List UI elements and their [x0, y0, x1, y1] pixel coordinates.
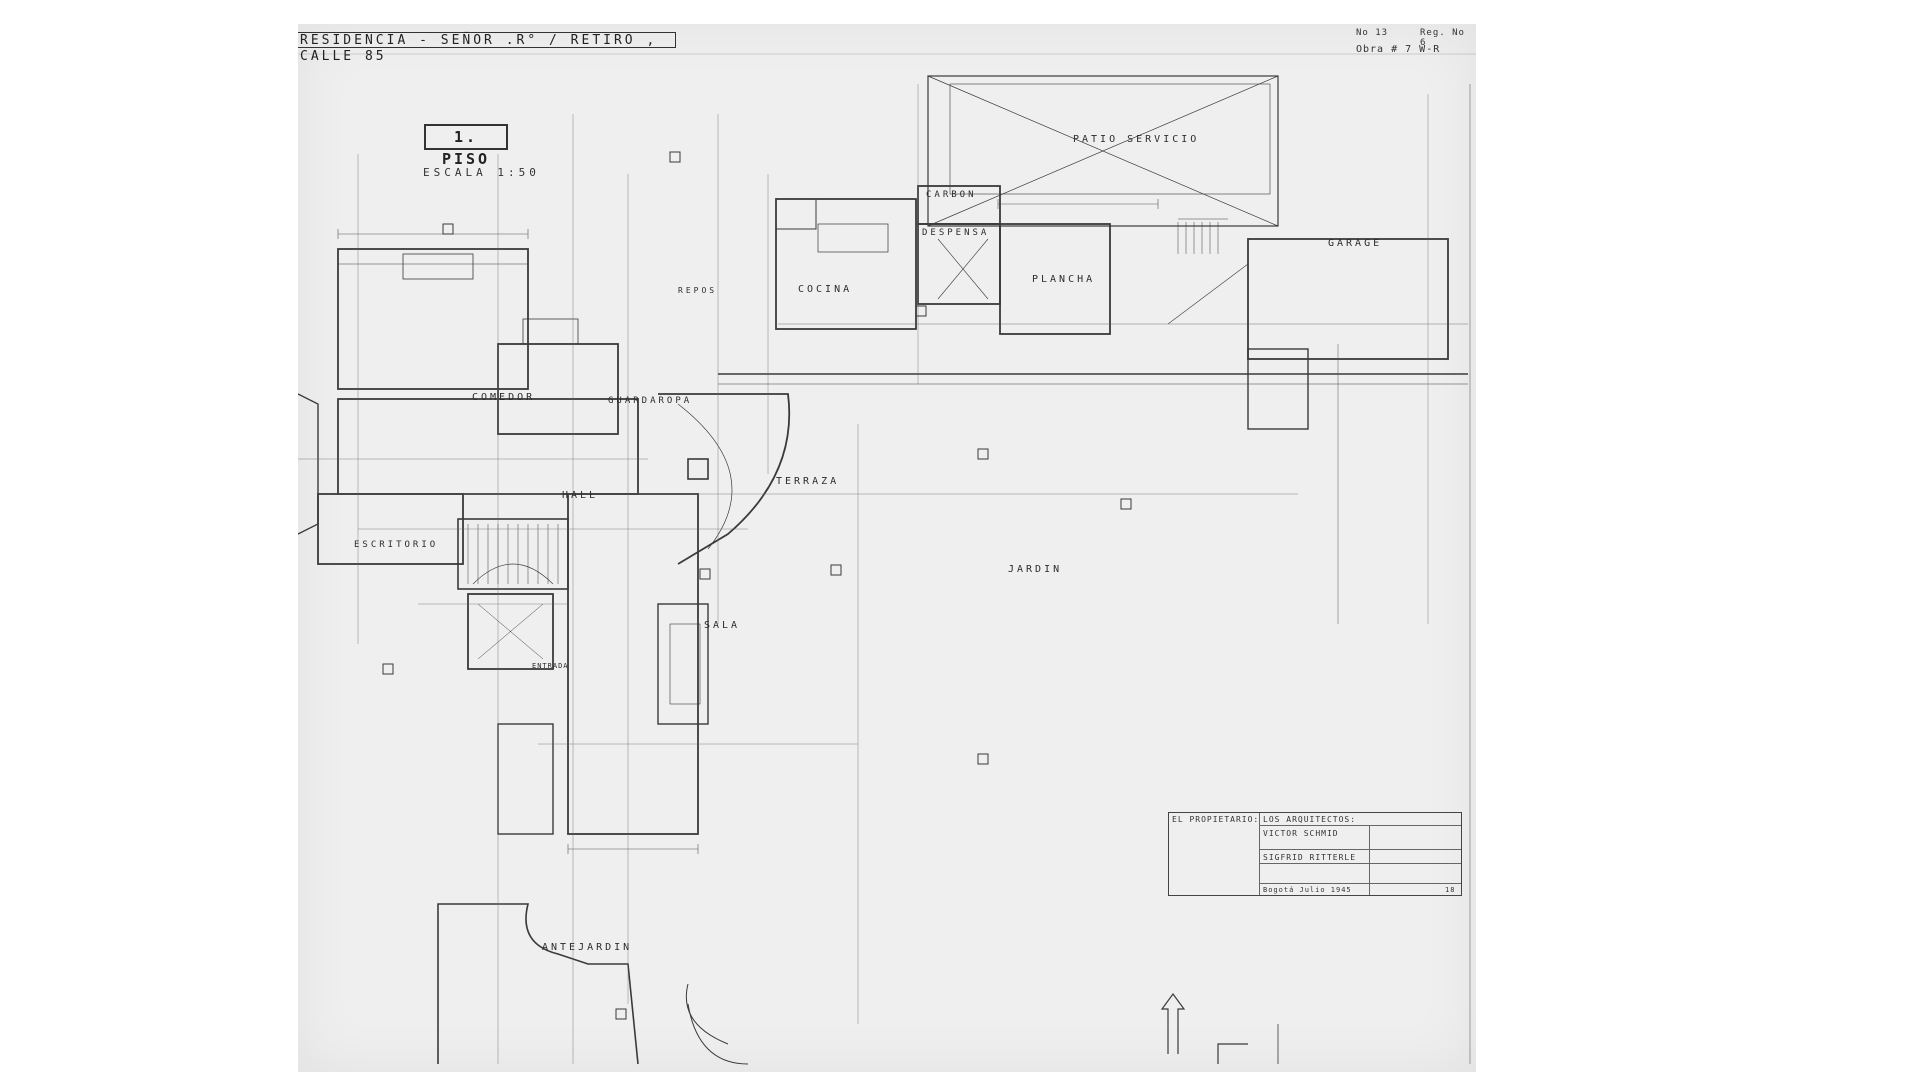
obra-number: Obra # 7 W-R — [1356, 44, 1441, 55]
room-label-hall: HALL — [562, 490, 599, 501]
terraza-curve — [658, 393, 791, 565]
architect-name-1: VICTOR SCHMID — [1263, 829, 1339, 838]
room-label-carbon: CARBON — [926, 190, 977, 200]
room-label-antejardin: ANTEJARDIN — [542, 942, 633, 953]
garage-outline — [1247, 238, 1449, 360]
architects-label: LOS ARQUITECTOS: — [1263, 815, 1357, 824]
patio-servicio-outline — [927, 75, 1279, 227]
drawing-title: RESIDENCIA - SEÑOR .R° / RETIRO , CALLE … — [298, 32, 676, 64]
blueprint-sheet: RESIDENCIA - SEÑOR .R° / RETIRO , CALLE … — [298, 24, 1476, 1072]
register-number: Reg. No 6 — [1420, 28, 1465, 48]
room-label-cocina: COCINA — [798, 284, 853, 295]
hall-room — [337, 398, 639, 495]
room-label-despensa: DESPENSA — [922, 228, 990, 238]
section-marker — [442, 223, 454, 235]
room-label-jardin: JARDIN — [1008, 564, 1063, 575]
floor-label: 1. PISO — [424, 124, 508, 168]
room-label-terraza: TERRAZA — [776, 476, 840, 487]
architect-name-2: SIGFRID RITTERLE — [1263, 853, 1357, 862]
floor-plan-drawing — [298, 53, 1476, 1065]
north-arrow — [1160, 992, 1186, 1054]
antejardin-outline — [437, 903, 639, 1065]
plancha-room — [999, 223, 1111, 335]
room-label-comedor: COMEDOR — [472, 392, 536, 403]
room-label-entrada: ENTRADA — [532, 662, 569, 670]
room-label-plancha: PLANCHA — [1032, 274, 1096, 285]
sala-room — [567, 493, 699, 835]
room-label-escritorio: ESCRITORIO — [354, 540, 439, 550]
room-label-guardarropa: GUARDAROPA — [608, 396, 693, 406]
room-label-patio-servicio: PATIO SERVICIO — [1073, 134, 1200, 145]
comedor-room — [337, 248, 529, 390]
scale-label: ESCALA 1:50 — [423, 166, 540, 179]
entrada-room — [467, 593, 554, 670]
sheet-number: No 13 — [1356, 28, 1389, 38]
title-block: EL PROPIETARIO: LOS ARQUITECTOS: VICTOR … — [1168, 812, 1462, 896]
room-label-repos: REPOS — [678, 286, 718, 295]
drawing-date: Bogotá Julio 1945 — [1263, 886, 1352, 894]
room-label-garage: GARAGE — [1328, 238, 1383, 249]
room-label-sala: SALA — [704, 620, 741, 631]
staircase — [457, 518, 569, 590]
sheet-count: 18 — [1445, 886, 1456, 894]
cocina-room — [775, 198, 917, 330]
owner-label: EL PROPIETARIO: — [1172, 815, 1260, 824]
